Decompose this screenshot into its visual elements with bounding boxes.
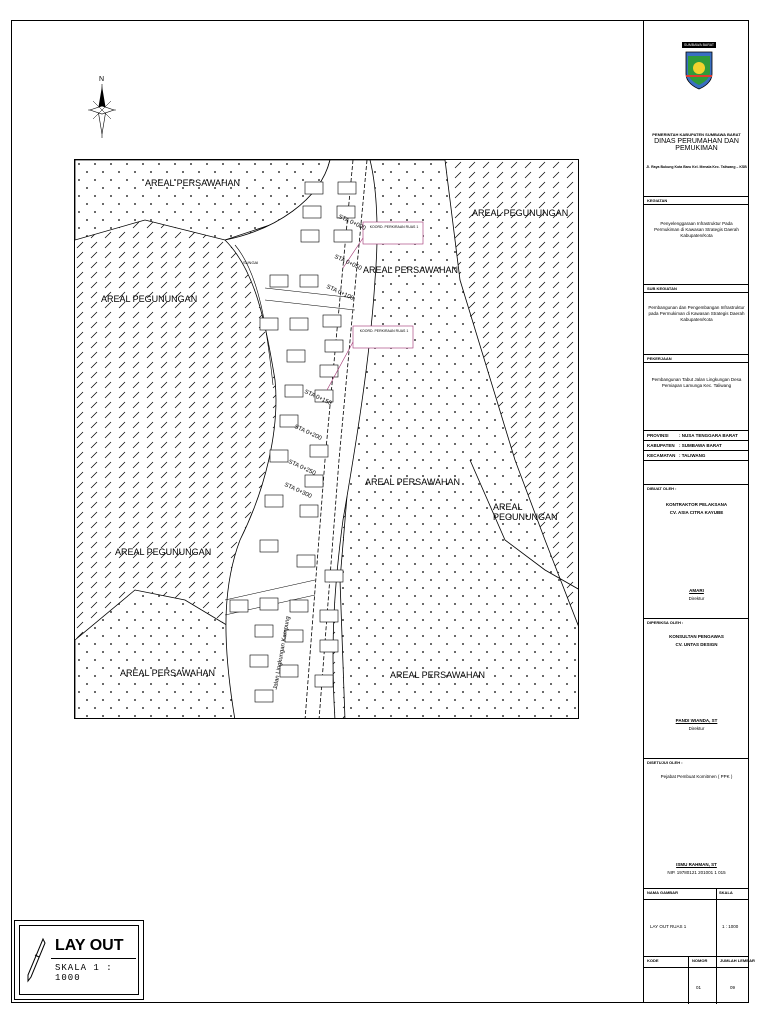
kabupaten-value: : SUMBAWA BARAT [679,443,722,448]
consultant-company: CV. UNTAS DESIGN [675,642,718,648]
logo-banner: SUMBAWA BARAT [682,42,716,48]
consultant-section: DIPERIKSA OLEH : KONSULTAN PENGAWAS CV. … [644,618,749,759]
layout-scale: SKALA 1 : 1000 [55,963,113,983]
sheet-number-section: KODE NOMOR JUMLAH LEMBAR 01 09 [644,956,755,1004]
contractor-signatory: AMARI [689,588,704,594]
map-label: AREAL PEGUNUNGAN [493,502,558,522]
provinsi-label: PROVINSI [647,433,669,438]
kecamatan-value: : TALIWANG [679,453,706,458]
pen-nib-icon [27,937,46,983]
coordinate-note: KOORD. PERKIRAAN RUAS 1 [369,225,419,229]
site-layout-map: AREAL PERSAWAHAN AREAL PEGUNUNGAN AREAL … [74,159,579,719]
map-label: AREAL PEGUNUNGAN [101,294,198,304]
river-label: SUNGAI [243,260,259,265]
kegiatan-header: KEGIATAN [644,197,749,205]
department-name: DINAS PERUMAHAN DAN PEMUKIMAN [654,138,739,152]
map-label: AREAL PEGUNUNGAN [115,547,212,557]
kegiatan-text: Penyelenggaraan Infrastruktur Pada Permu… [654,221,739,239]
layout-title: LAY OUT [55,937,124,954]
contractor-title: KONTRAKTOR PELAKSANA [665,502,728,507]
sub-kegiatan-section: SUB KEGIATAN Pembangunan dan Pengembanga… [644,284,749,355]
map-label: AREAL PERSAWAHAN [365,477,461,487]
pekerjaan-text: Pembangunan Tabut Jalan Lingkungan Desa … [651,377,742,389]
north-arrow-icon: N [88,76,116,138]
disetujui-header: DISETUJUI OLEH : [647,760,683,765]
provinsi-value: : NUSA TENGGARA BARAT [679,433,738,438]
nomor-header: NOMOR [692,958,708,963]
pekerjaan-header: PEKERJAAN [644,355,749,363]
contractor-section: DIBUAT OLEH : KONTRAKTOR PELAKSANA CV. A… [644,484,749,619]
map-label: AREAL PERSAWAHAN [390,670,486,680]
map-label: AREAL PERSAWAHAN [120,668,216,678]
consultant-title: KONSULTAN PENGAWAS [669,634,724,639]
location-section: PROVINSI : NUSA TENGGARA BARAT KABUPATEN:… [644,430,749,461]
kegiatan-section: KEGIATAN Penyelenggaraan Infrastruktur P… [644,196,749,285]
diperiksa-header: DIPERIKSA OLEH : [647,620,684,625]
svg-text:N: N [99,76,104,83]
sheet-total: 09 [730,985,736,990]
approval-signatory: ISMU RAHMAN, ST [676,862,717,868]
sub-kegiatan-header: SUB KEGIATAN [644,285,749,293]
kode-header: KODE [647,958,659,963]
coordinate-note: KOORD. PERKIRAAN RUAS 1 [359,329,409,333]
contractor-role: Direktur [688,596,705,602]
sub-kegiatan-text: Pembangunan dan Pengembangan Infrastrukt… [648,305,745,323]
institution-name: PEMERINTAH KABUPATEN SUMBAWA BARAT [652,132,741,137]
consultant-role: Direktur [688,726,705,732]
map-label: AREAL PERSAWAHAN [145,178,241,188]
consultant-signatory: PANDI WIANDA, ST [675,718,718,724]
jumlah-header: JUMLAH LEMBAR [720,958,755,963]
logo-section: SUMBAWA BARAT PEMERINTAH KABUPATEN SUMBA… [644,20,749,152]
nama-gambar-header: NAMA GAMBAR [647,890,678,895]
drawing-name: LAY OUT RUAS 1 [650,924,687,929]
department-address: Jl. Raya Bukung Kota Baru Kel. Menala Ke… [646,165,747,169]
regency-emblem-icon [685,51,713,90]
kabupaten-label: KABUPATEN [647,443,675,448]
sheet-number: 01 [696,985,702,990]
skala-header: SKALA [719,890,733,895]
pekerjaan-section: PEKERJAAN Pembangunan Tabut Jalan Lingku… [644,354,749,431]
drawing-name-section: NAMA GAMBAR SKALA LAY OUT RUAS 1 1 : 100… [644,888,749,957]
kecamatan-label: KECAMATAN [647,453,676,458]
title-block: SUMBAWA BARAT PEMERINTAH KABUPATEN SUMBA… [643,20,755,1004]
map-label: AREAL PEGUNUNGAN [472,208,569,218]
map-label: AREAL PERSAWAHAN [363,265,459,275]
contractor-company: CV. ASIA CITRA KAYUBE [669,510,724,516]
approval-nip: NIP. 19780121 201001 1 015 [667,870,726,876]
drawing-sheet-border [11,20,749,1003]
dibuat-header: DIBUAT OLEH : [647,486,677,491]
layout-legend: LAY OUT SKALA 1 : 1000 [14,920,144,1000]
approval-role: Pejabat Pembuat Komitmen ( PPK ) [660,774,733,779]
approval-section: DISETUJUI OLEH : Pejabat Pembuat Komitme… [644,758,749,909]
drawing-scale: 1 : 1000 [722,924,739,929]
